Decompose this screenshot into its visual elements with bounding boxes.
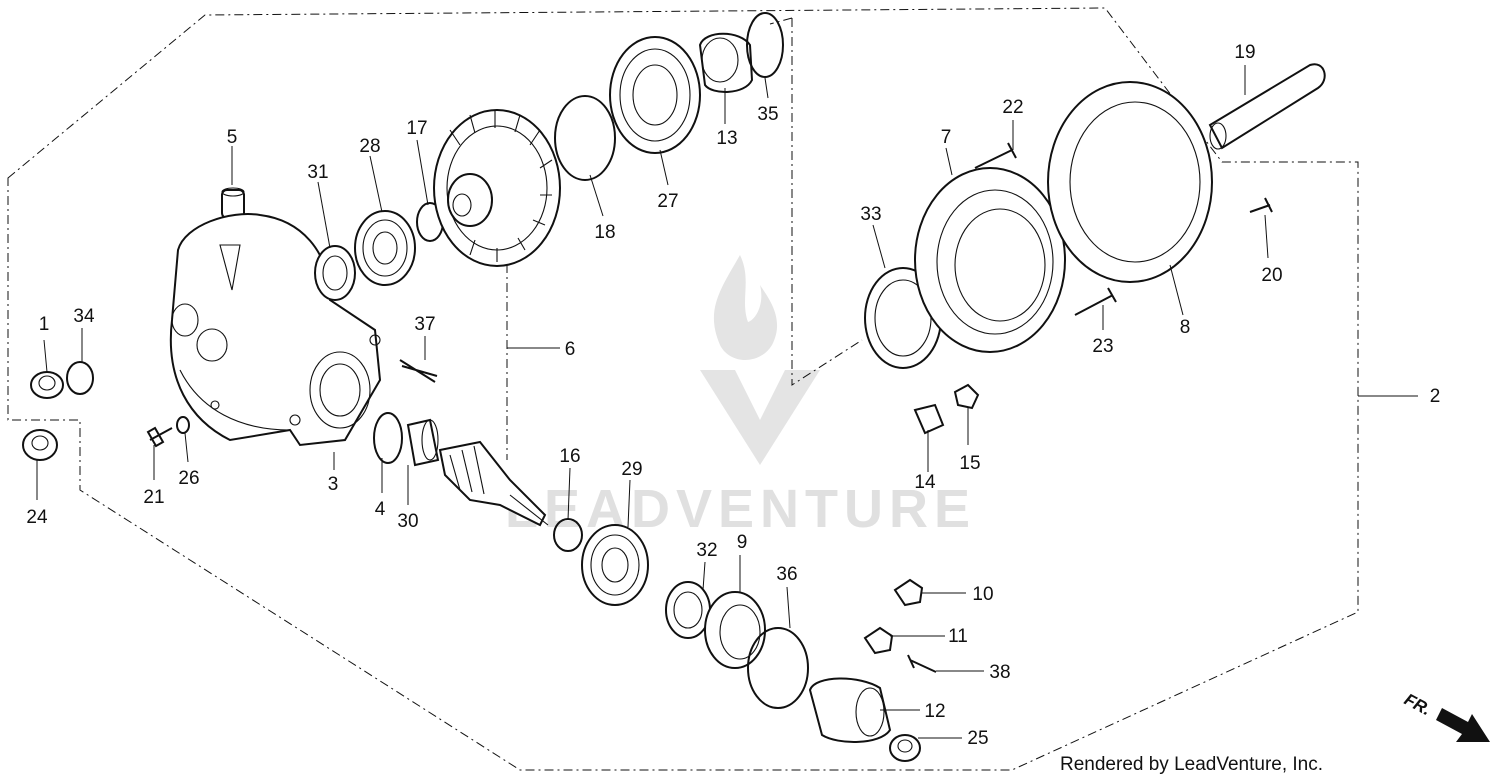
part-27-bearing: [609, 36, 701, 154]
part-24-nut: [22, 429, 58, 461]
part-28-bearing: [354, 210, 416, 286]
callout-13: 13: [716, 128, 737, 149]
callout-16: 16: [559, 446, 580, 467]
part-18-snap-ring: [554, 95, 616, 181]
callout-21: 21: [143, 487, 164, 508]
callout-26: 26: [178, 468, 199, 489]
part-12-coupler: [808, 677, 892, 743]
callout-6: 6: [565, 339, 576, 360]
callout-9: 9: [737, 532, 748, 553]
watermark: LEADVENTURE: [505, 255, 976, 539]
front-label: FR.: [1401, 690, 1434, 720]
callout-12: 12: [924, 701, 945, 722]
callout-10: 10: [972, 584, 993, 605]
part-11-nut: [863, 626, 894, 655]
part-30-needle-bearing: [406, 418, 440, 467]
callout-18: 18: [594, 222, 615, 243]
part-14-plug: [913, 403, 945, 435]
part-6-ring-gear: [433, 109, 561, 267]
part-13-bushing: [698, 32, 754, 93]
part-32-seal: [665, 581, 711, 639]
part-22-bolt: [974, 142, 1017, 169]
callout-30: 30: [397, 511, 418, 532]
sub-assembly-outline: [769, 17, 863, 386]
callout-2: 2: [1430, 386, 1441, 407]
callout-4: 4: [375, 499, 386, 520]
part-3-gear-case: [169, 213, 382, 447]
part-38-bolt: [907, 654, 937, 673]
callout-32: 32: [696, 540, 717, 561]
part-7-cover: [914, 167, 1066, 353]
callout-28: 28: [359, 136, 380, 157]
callout-17: 17: [406, 118, 427, 139]
part-4-ring: [373, 412, 403, 464]
callout-3: 3: [328, 474, 339, 495]
callout-14: 14: [914, 472, 936, 493]
part-1-plug: [30, 371, 64, 399]
part-8-ring-cover: [1047, 81, 1213, 283]
front-arrow-icon: [1436, 708, 1490, 742]
callout-31: 31: [307, 162, 328, 183]
callout-37: 37: [414, 314, 435, 335]
callout-1: 1: [39, 314, 50, 335]
part-10-nut: [893, 578, 924, 607]
callout-36: 36: [776, 564, 797, 585]
part-23-bolt: [1074, 287, 1117, 316]
callout-8: 8: [1180, 317, 1191, 338]
callout-23: 23: [1092, 336, 1113, 357]
part-34-washer: [66, 361, 94, 395]
callout-38: 38: [989, 662, 1010, 683]
part-31-seal: [314, 245, 356, 301]
part-26-washer: [176, 416, 190, 434]
leader-lines: [36, 65, 1418, 739]
part-20-bolt: [1249, 197, 1273, 213]
callout-22: 22: [1002, 97, 1023, 118]
callout-20: 20: [1261, 265, 1282, 286]
part-15-nut: [953, 383, 980, 410]
callouts: 1 2 3 4 5 6 7 8 9 10 11 12 13 14 15 16 1…: [26, 42, 1440, 749]
credit-text: Rendered by LeadVenture, Inc.: [1060, 754, 1323, 775]
callout-15: 15: [959, 453, 980, 474]
part-36-o-ring: [747, 627, 809, 709]
callout-19: 19: [1234, 42, 1255, 63]
part-9-lock-nut: [704, 591, 766, 669]
part-21-bolt: [146, 426, 173, 448]
callout-7: 7: [941, 127, 952, 148]
callout-11: 11: [948, 626, 968, 647]
part-25-nut: [889, 734, 921, 762]
callout-35: 35: [757, 104, 778, 125]
front-direction-indicator: FR.: [1401, 690, 1490, 742]
part-35-ring: [746, 12, 784, 78]
part-29-bearing: [581, 524, 649, 606]
part-19-pin: [1208, 63, 1326, 150]
callout-25: 25: [967, 728, 988, 749]
callout-33: 33: [860, 204, 881, 225]
callout-29: 29: [621, 459, 642, 480]
watermark-text: LEADVENTURE: [505, 479, 976, 539]
callout-27: 27: [657, 191, 678, 212]
callout-34: 34: [73, 306, 95, 327]
callout-5: 5: [227, 127, 238, 148]
part-6-pinion-gear: [438, 440, 549, 527]
part-37-stud: [399, 359, 438, 383]
callout-24: 24: [26, 507, 48, 528]
